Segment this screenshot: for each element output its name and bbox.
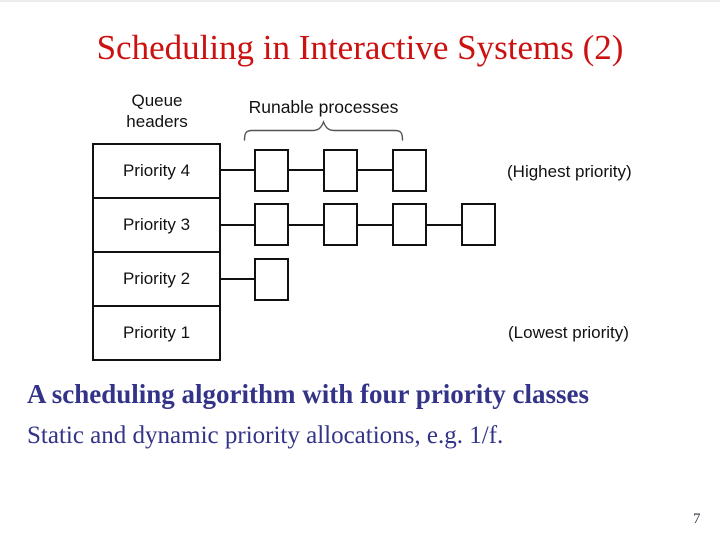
- queue-row-priority-1: Priority 1: [94, 307, 219, 359]
- process-box: [323, 203, 358, 246]
- body-text-line1: A scheduling algorithm with four priorit…: [27, 379, 590, 409]
- process-box: [254, 257, 289, 301]
- process-box: [323, 148, 358, 192]
- queue-row-label: Priority 2: [122, 269, 191, 288]
- process-box: [254, 148, 289, 192]
- process-box: [254, 203, 289, 246]
- queue-connector-line: [221, 169, 396, 171]
- process-box: [392, 203, 427, 246]
- queue-headers-label: Queue headers: [126, 91, 188, 131]
- queue-header-table: Priority 4 Priority 3 Priority 2 Priorit…: [92, 143, 221, 361]
- body-text-line2: Static and dynamic priority allocations,…: [27, 422, 504, 449]
- queue-row-priority-3: Priority 3: [94, 199, 219, 253]
- brace-icon: [243, 120, 404, 141]
- slide-title: Scheduling in Interactive Systems (2): [96, 28, 624, 67]
- queue-row-priority-4: Priority 4: [94, 145, 219, 199]
- runable-processes-label: Runable processes: [248, 97, 399, 117]
- queue-row-label: Priority 3: [122, 215, 191, 234]
- queue-row-label: Priority 4: [122, 161, 191, 180]
- page-number: 7: [693, 511, 701, 527]
- lowest-priority-label: (Lowest priority): [508, 323, 629, 342]
- process-box: [392, 148, 427, 192]
- process-box: [461, 203, 496, 246]
- queue-row-priority-2: Priority 2: [94, 253, 219, 307]
- queue-connector-line: [221, 278, 258, 280]
- queue-row-label: Priority 1: [122, 323, 191, 342]
- highest-priority-label: (Highest priority): [507, 162, 632, 181]
